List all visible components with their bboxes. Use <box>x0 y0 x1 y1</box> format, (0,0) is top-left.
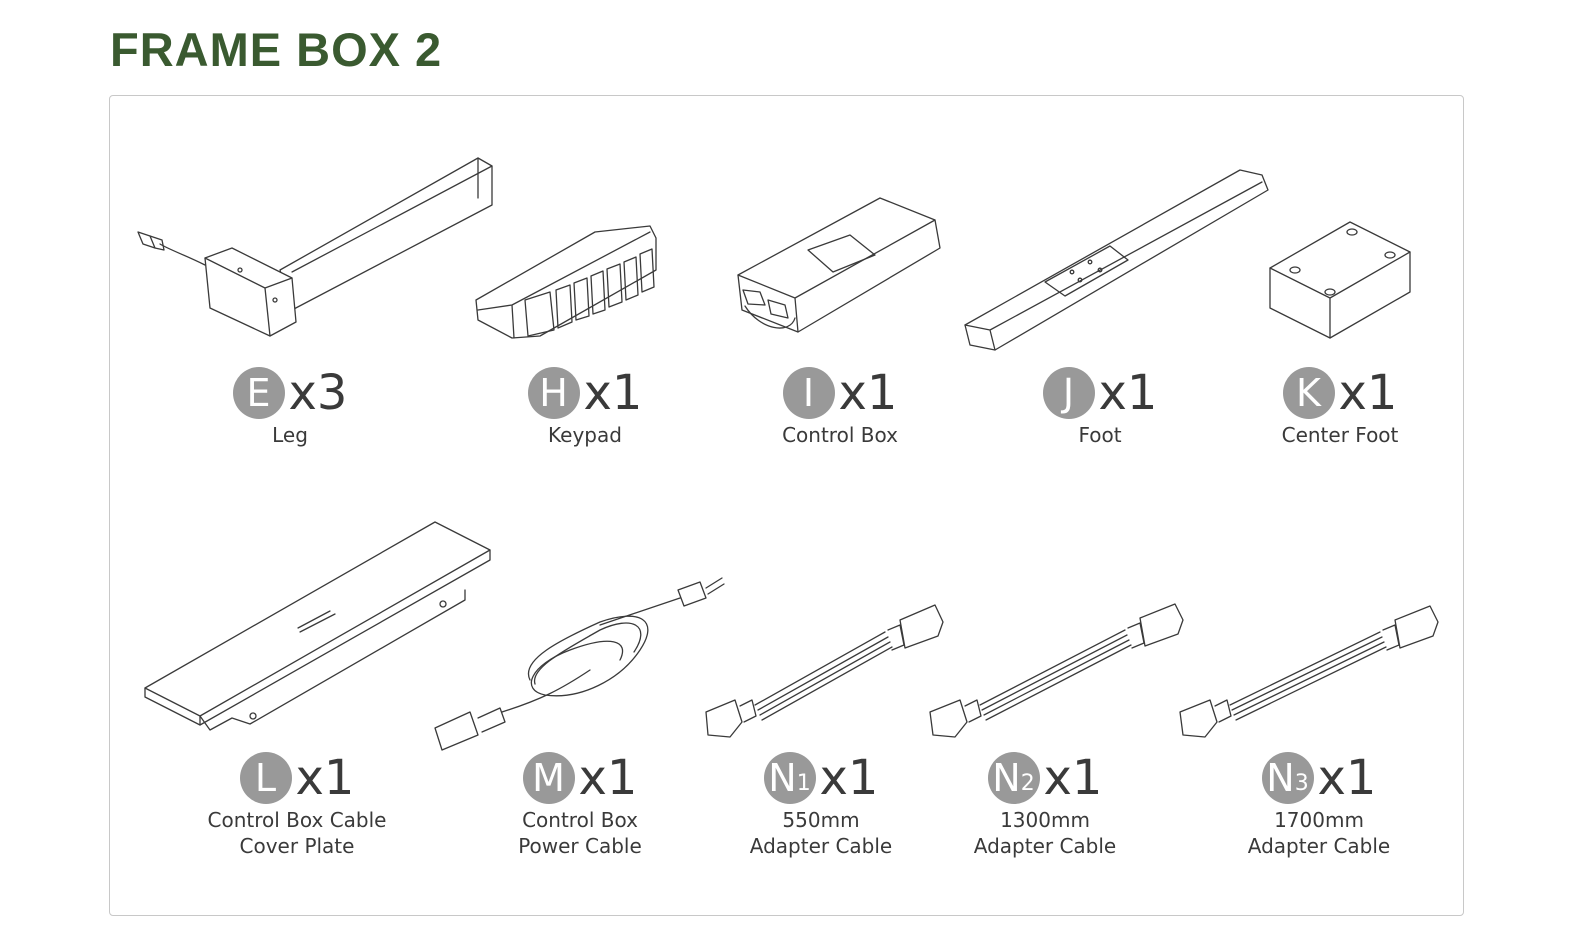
cover-plate-icon <box>145 522 490 730</box>
part-quantity: x3 <box>288 365 348 421</box>
part-name-line2: Adapter Cable <box>973 834 1117 858</box>
part-name: Control Box <box>782 423 898 447</box>
part-M: M x1 Control Box Power Cable <box>470 751 690 859</box>
adapter-cable-icon <box>930 604 1183 737</box>
power-cable-icon <box>435 578 724 750</box>
part-letter-badge: L <box>239 752 292 804</box>
part-K: K x1 Center Foot <box>1230 366 1450 448</box>
parts-panel <box>109 95 1464 916</box>
part-quantity: x1 <box>578 750 638 806</box>
part-quantity: x1 <box>838 365 898 421</box>
foot-icon <box>965 170 1268 350</box>
part-L: L x1 Control Box Cable Cover Plate <box>187 751 407 859</box>
part-letter-badge: J <box>1042 367 1095 419</box>
control-box-icon <box>738 198 940 332</box>
center-foot-icon <box>1270 222 1410 338</box>
part-quantity: x1 <box>1043 750 1103 806</box>
part-name-line2: Power Cable <box>518 834 642 858</box>
part-quantity: x1 <box>1338 365 1398 421</box>
part-letter-badge: I <box>782 367 835 419</box>
part-quantity: x1 <box>819 750 879 806</box>
part-J: J x1 Foot <box>990 366 1210 448</box>
part-letter-badge: K <box>1282 367 1335 419</box>
part-name: Control Box Cable <box>207 808 387 832</box>
part-E: E x3 Leg <box>190 366 390 448</box>
part-name: Control Box <box>522 808 638 832</box>
part-name-line2: Cover Plate <box>239 834 355 858</box>
leg-icon <box>138 158 492 336</box>
part-name-line2: Adapter Cable <box>1247 834 1391 858</box>
part-H: H x1 Keypad <box>475 366 695 448</box>
part-letter-badge: M <box>522 752 575 804</box>
page-title: FRAME BOX 2 <box>110 23 443 76</box>
part-quantity: x1 <box>1317 750 1377 806</box>
adapter-cable-icon <box>1180 606 1438 737</box>
part-quantity: x1 <box>1098 365 1158 421</box>
part-name: Foot <box>1078 423 1122 447</box>
part-name-line2: Adapter Cable <box>749 834 893 858</box>
part-name: 1300mm <box>1000 808 1090 832</box>
adapter-cable-icon <box>706 605 943 737</box>
part-name: 550mm <box>782 808 860 832</box>
part-letter-badge: H <box>527 367 580 419</box>
part-name: Keypad <box>548 423 622 447</box>
part-name: Leg <box>272 423 308 447</box>
part-quantity: x1 <box>583 365 643 421</box>
keypad-icon <box>476 226 656 338</box>
part-name: 1700mm <box>1274 808 1364 832</box>
part-I: I x1 Control Box <box>730 366 950 448</box>
part-name: Center Foot <box>1281 423 1399 447</box>
part-letter-badge: E <box>232 367 285 419</box>
part-quantity: x1 <box>295 750 355 806</box>
